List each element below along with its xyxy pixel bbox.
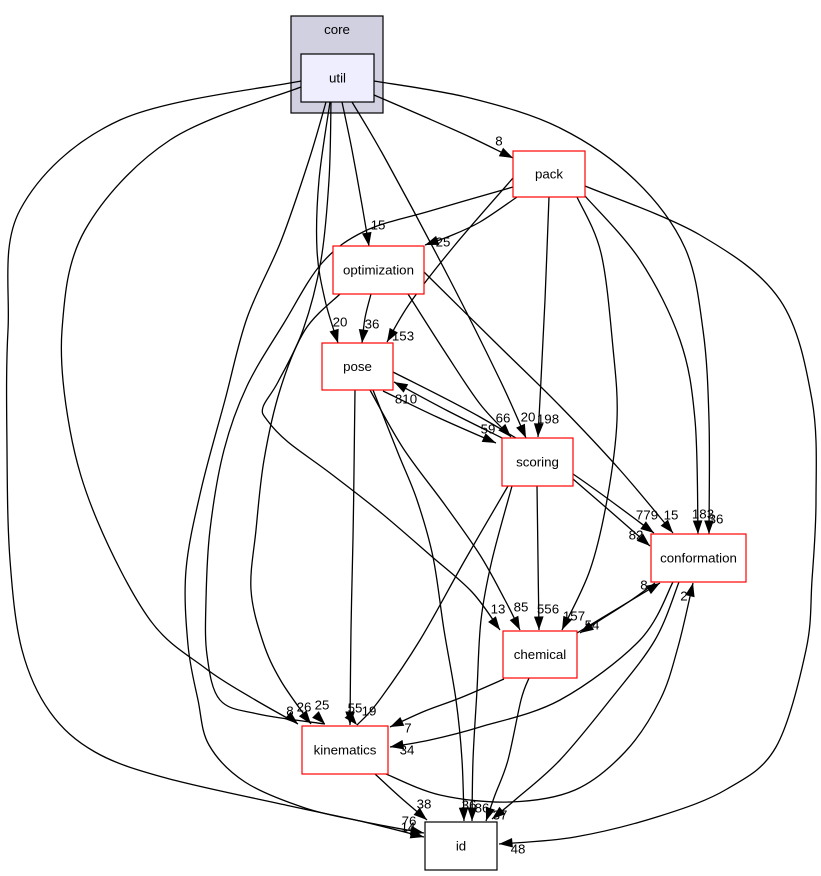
svg-text:76: 76: [402, 814, 417, 829]
svg-text:20: 20: [521, 410, 536, 425]
svg-text:conformation: conformation: [660, 551, 737, 566]
svg-text:36: 36: [462, 798, 477, 813]
svg-text:15: 15: [371, 218, 386, 233]
svg-text:26: 26: [297, 700, 312, 715]
svg-text:20: 20: [333, 315, 348, 330]
svg-text:86: 86: [475, 801, 490, 816]
svg-text:82: 82: [629, 528, 644, 543]
svg-text:19: 19: [362, 704, 377, 719]
svg-text:36: 36: [709, 512, 724, 527]
svg-text:util: util: [329, 71, 346, 86]
svg-text:66: 66: [496, 411, 511, 426]
svg-text:198: 198: [537, 412, 559, 427]
svg-text:34: 34: [400, 743, 415, 758]
svg-text:pose: pose: [343, 359, 372, 374]
svg-text:36: 36: [365, 317, 380, 332]
svg-text:8: 8: [286, 704, 293, 719]
svg-text:13: 13: [491, 602, 506, 617]
svg-text:153: 153: [392, 329, 414, 344]
svg-text:15: 15: [664, 508, 679, 523]
svg-text:25: 25: [315, 698, 330, 713]
svg-text:48: 48: [511, 842, 526, 857]
svg-text:157: 157: [563, 609, 585, 624]
svg-text:54: 54: [585, 618, 600, 633]
svg-text:779: 779: [636, 508, 658, 523]
svg-text:8: 8: [640, 578, 647, 593]
svg-text:85: 85: [514, 600, 529, 615]
svg-text:14: 14: [401, 820, 416, 835]
svg-text:chemical: chemical: [514, 647, 567, 662]
svg-text:kinematics: kinematics: [314, 743, 377, 758]
svg-text:55: 55: [348, 701, 363, 716]
svg-text:37: 37: [493, 808, 508, 823]
svg-text:25: 25: [436, 235, 451, 250]
svg-text:scoring: scoring: [516, 455, 559, 470]
svg-text:id: id: [456, 839, 466, 854]
svg-text:810: 810: [395, 392, 417, 407]
svg-text:2: 2: [680, 589, 687, 604]
svg-text:core: core: [324, 22, 350, 37]
svg-text:183: 183: [692, 507, 714, 522]
svg-text:8: 8: [495, 134, 502, 149]
svg-text:556: 556: [537, 602, 559, 617]
svg-text:pack: pack: [535, 167, 563, 182]
svg-text:optimization: optimization: [343, 263, 414, 278]
svg-text:59: 59: [481, 422, 496, 437]
svg-text:7: 7: [404, 721, 411, 736]
svg-text:38: 38: [417, 797, 432, 812]
